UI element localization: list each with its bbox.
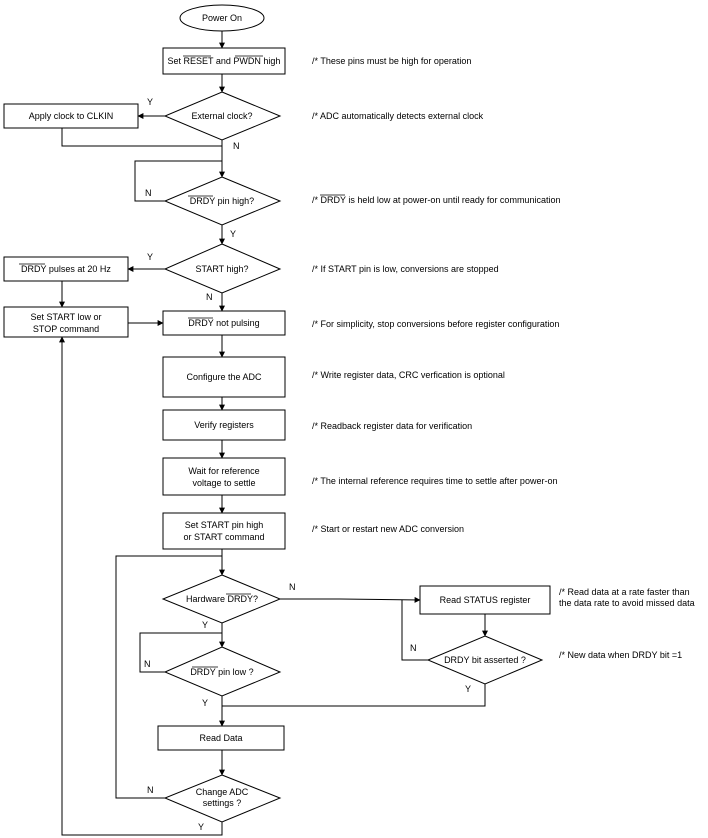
set-pins-label: Set RESET and PWDN high bbox=[168, 56, 281, 66]
node-read-data: Read Data bbox=[157, 725, 285, 751]
comments: /* These pins must be high for operation… bbox=[312, 56, 695, 660]
node-drdy-not-pulsing: DRDY not pulsing bbox=[162, 310, 286, 336]
node-verify-registers: Verify registers bbox=[162, 409, 286, 441]
drdy-high-label: DRDY pin high? bbox=[190, 196, 254, 206]
hardware-yes-label: Y bbox=[202, 620, 208, 630]
hardware-drdy-label: Hardware DRDY? bbox=[186, 594, 258, 604]
verify-registers-label: Verify registers bbox=[194, 420, 254, 430]
set-start-low-line2: STOP command bbox=[33, 324, 99, 334]
arrow-apply-clock-return bbox=[61, 128, 222, 147]
drdy-bit-yes-label: Y bbox=[465, 684, 471, 694]
change-no-label: N bbox=[147, 785, 154, 795]
drdy-high-yes-label: Y bbox=[230, 229, 236, 239]
arrow-drdy-low-loop bbox=[139, 632, 222, 673]
node-hardware-drdy: Hardware DRDY? bbox=[161, 574, 282, 624]
arrow-change-no-loop bbox=[115, 555, 222, 799]
arrow-drdy-bit-yes bbox=[222, 684, 486, 707]
comment-drdy-bit: /* New data when DRDY bit =1 bbox=[559, 650, 682, 660]
drdy-bit-label: DRDY bit asserted ? bbox=[444, 655, 526, 665]
arrow-drdy-bit-no-loop bbox=[401, 600, 428, 661]
node-apply-clock: Apply clock to CLKIN bbox=[3, 103, 139, 129]
node-configure-adc: Configure the ADC bbox=[162, 356, 286, 398]
comment-verify-registers: /* Readback register data for verificati… bbox=[312, 421, 472, 431]
node-read-status: Read STATUS register bbox=[419, 585, 551, 615]
node-wait-reference: Wait for reference voltage to settle bbox=[162, 457, 286, 496]
node-set-start-low: Set START low or STOP command bbox=[3, 306, 129, 338]
comment-read-status-line2: the data rate to avoid missed data bbox=[559, 598, 695, 608]
comment-configure-adc: /* Write register data, CRC verfication … bbox=[312, 370, 505, 380]
arrow-hardware-no bbox=[280, 596, 421, 603]
start-no-label: N bbox=[206, 292, 213, 302]
comment-set-pins: /* These pins must be high for operation bbox=[312, 56, 471, 66]
drdy-pulses-label: DRDY pulses at 20 Hz bbox=[21, 264, 111, 274]
start-high-label: START high? bbox=[195, 264, 248, 274]
drdy-high-no-label: N bbox=[145, 188, 152, 198]
drdy-low-label: DRDY pin low ? bbox=[190, 667, 253, 677]
clock-yes-label: Y bbox=[147, 97, 153, 107]
node-start-high: START high? bbox=[163, 243, 282, 294]
power-on-label: Power On bbox=[202, 13, 242, 23]
set-start-low-line1: Set START low or bbox=[30, 312, 101, 322]
arrow-drdy-high-loop bbox=[134, 160, 222, 202]
comment-drdy-not-pulsing: /* For simplicity, stop conversions befo… bbox=[312, 319, 559, 329]
change-yes-label: Y bbox=[198, 822, 204, 832]
wait-reference-line1: Wait for reference bbox=[188, 466, 259, 476]
set-start-high-line2: or START command bbox=[183, 532, 264, 542]
node-drdy-bit: DRDY bit asserted ? bbox=[426, 635, 544, 685]
comment-start-high: /* If START pin is low, conversions are … bbox=[312, 264, 499, 274]
comment-wait-reference: /* The internal reference requires time … bbox=[312, 476, 557, 486]
drdy-bit-no-label: N bbox=[410, 643, 417, 653]
change-settings-line2: settings ? bbox=[203, 798, 242, 808]
node-drdy-high: DRDY pin high? bbox=[163, 176, 282, 226]
node-drdy-pulses: DRDY pulses at 20 Hz bbox=[3, 256, 129, 282]
reset-overbar-text: RESET bbox=[184, 56, 215, 66]
comment-set-start-high: /* Start or restart new ADC conversion bbox=[312, 524, 464, 534]
branch-labels: Y N N Y Y N N Y N Y N Y N Y bbox=[144, 97, 471, 832]
read-data-label: Read Data bbox=[199, 733, 242, 743]
configure-adc-label: Configure the ADC bbox=[186, 372, 262, 382]
drdy-low-no-label: N bbox=[144, 659, 151, 669]
wait-reference-line2: voltage to settle bbox=[192, 478, 255, 488]
read-status-label: Read STATUS register bbox=[440, 595, 531, 605]
hardware-no-label: N bbox=[289, 582, 296, 592]
start-yes-label: Y bbox=[147, 252, 153, 262]
node-power-on: Power On bbox=[179, 4, 265, 32]
drdy-low-yes-label: Y bbox=[202, 698, 208, 708]
node-change-settings: Change ADC settings ? bbox=[163, 774, 282, 823]
comment-drdy-high: /* DRDY is held low at power-on until re… bbox=[312, 195, 560, 205]
external-clock-label: External clock? bbox=[191, 111, 252, 121]
apply-clock-label: Apply clock to CLKIN bbox=[29, 111, 114, 121]
clock-no-label: N bbox=[233, 141, 240, 151]
pwdn-overbar-text: PWDN bbox=[233, 56, 261, 66]
comment-external-clock: /* ADC automatically detects external cl… bbox=[312, 111, 484, 121]
node-set-start-high: Set START pin high or START command bbox=[162, 512, 286, 550]
comment-read-status-line1: /* Read data at a rate faster than bbox=[559, 587, 690, 597]
change-settings-line1: Change ADC bbox=[196, 787, 249, 797]
drdy-not-pulsing-label: DRDY not pulsing bbox=[188, 318, 259, 328]
set-start-high-line1: Set START pin high bbox=[185, 520, 264, 530]
node-set-pins: Set RESET and PWDN high bbox=[162, 47, 286, 75]
arrow-change-yes-loop bbox=[59, 336, 223, 836]
node-drdy-low: DRDY pin low ? bbox=[163, 646, 282, 697]
node-external-clock: External clock? bbox=[163, 91, 282, 141]
connectors bbox=[59, 31, 488, 836]
